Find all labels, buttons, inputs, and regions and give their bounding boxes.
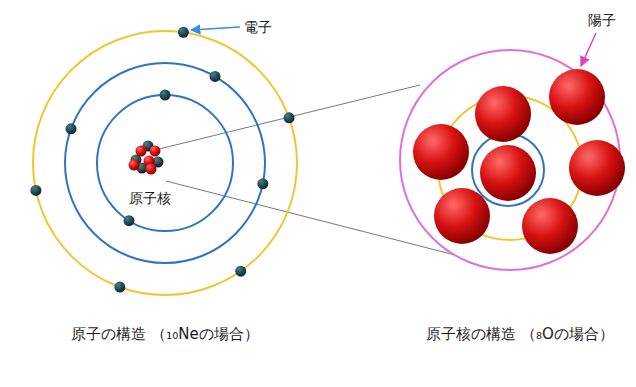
electron: [178, 27, 189, 38]
part-label: 電子: [244, 19, 272, 36]
leader-arrow: [191, 27, 240, 30]
proton: [480, 145, 536, 201]
proton: [569, 140, 625, 196]
figure-caption: 原子核の構造 （₈Oの場合）: [410, 322, 630, 347]
electron-shell: [33, 31, 297, 295]
part-label: 原子核: [129, 190, 171, 207]
nucleon: [136, 146, 147, 157]
proton: [434, 188, 490, 244]
electron: [160, 90, 171, 101]
leader-arrow: [581, 33, 596, 66]
nucleus-shell: [472, 134, 544, 206]
electron: [30, 185, 41, 196]
electron: [123, 215, 134, 226]
nucleon: [129, 160, 140, 171]
electron: [235, 266, 246, 277]
electron: [210, 71, 221, 82]
electron: [284, 112, 295, 123]
electron: [66, 123, 77, 134]
electron: [114, 282, 125, 293]
proton: [475, 86, 531, 142]
part-label: 陽子: [588, 12, 616, 29]
nucleon: [146, 164, 157, 175]
electron-shell: [97, 95, 233, 231]
proton: [413, 124, 469, 180]
proton: [522, 198, 578, 254]
nucleon: [150, 146, 161, 157]
proton: [549, 69, 605, 125]
electron-shell: [65, 63, 265, 263]
figure-caption: 原子の構造 （₁₀Neの場合）: [55, 322, 275, 347]
zoom-line: [155, 85, 420, 150]
electron: [257, 178, 268, 189]
